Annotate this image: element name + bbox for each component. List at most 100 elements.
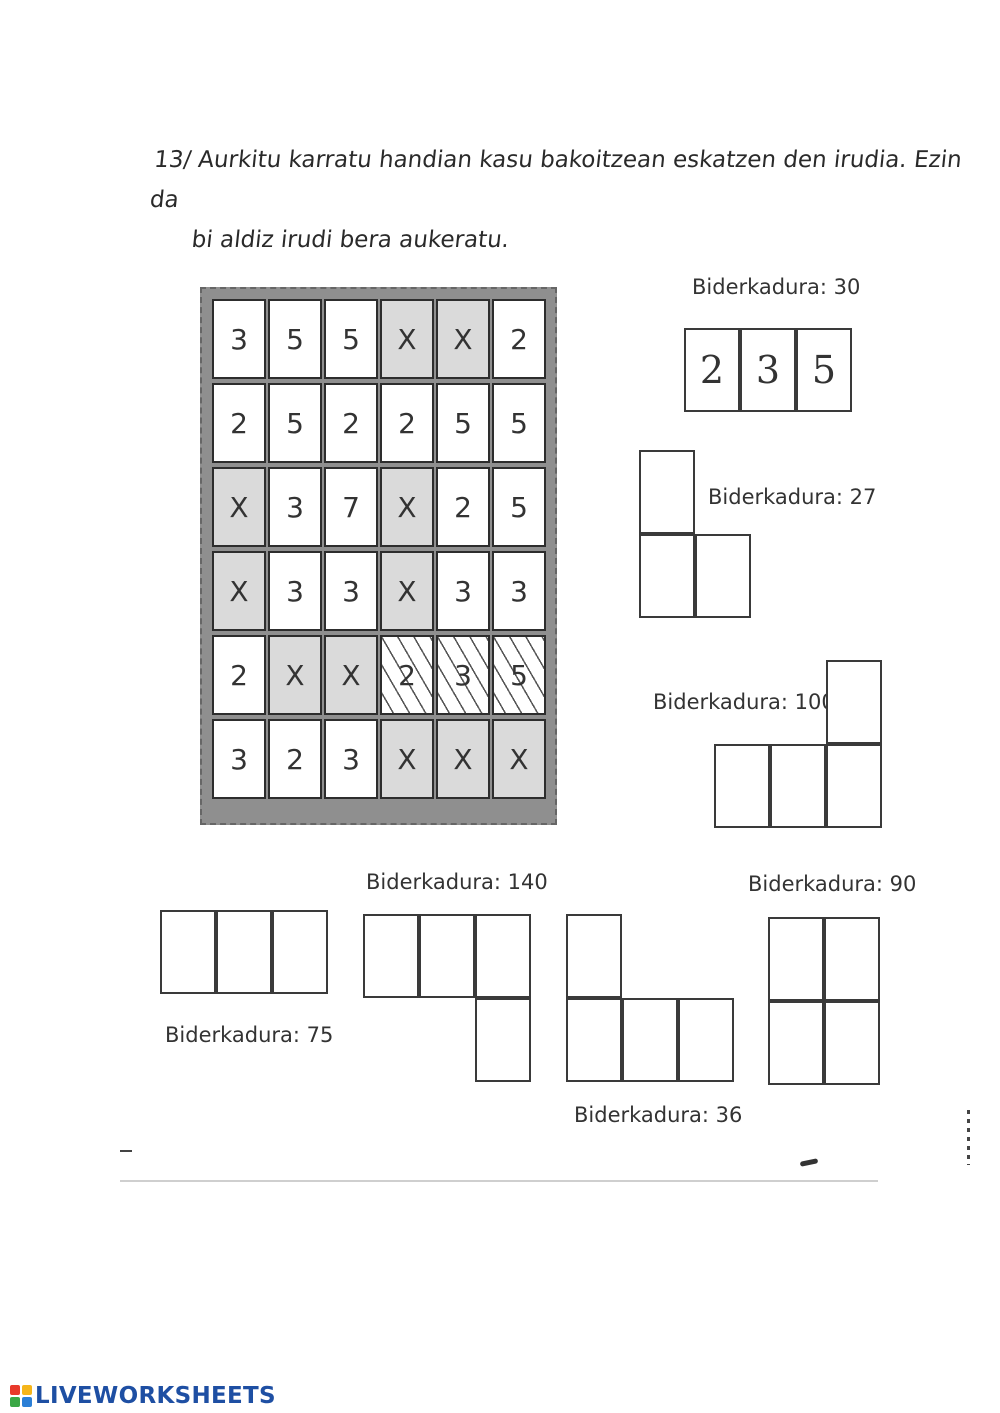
- grid-cell[interactable]: 2: [324, 383, 378, 463]
- shape-27-cell[interactable]: [639, 450, 695, 534]
- grid-cell-value: 2: [342, 406, 360, 440]
- shape-30-cell[interactable]: 3: [740, 328, 796, 412]
- shape-140-cell[interactable]: [419, 914, 475, 998]
- grid-cell-value: X: [229, 490, 249, 524]
- shape-140-cell[interactable]: [475, 914, 531, 998]
- grid-cell[interactable]: 3: [324, 719, 378, 799]
- grid-cell[interactable]: X: [380, 551, 434, 631]
- shape-90-cell[interactable]: [768, 1001, 824, 1085]
- grid-cell-value: 3: [342, 742, 360, 776]
- grid-cell-value: 3: [454, 574, 472, 608]
- question-line-1: Aurkitu karratu handian kasu bakoitzean …: [148, 147, 964, 213]
- grid-cell-value: X: [453, 742, 473, 776]
- divider-line: [120, 1180, 878, 1182]
- grid-cell-value: 7: [342, 490, 360, 524]
- logo-square: [10, 1385, 20, 1395]
- grid-cell-value: 5: [286, 322, 304, 356]
- grid-cell[interactable]: 3: [268, 551, 322, 631]
- shape-36-cell[interactable]: [678, 998, 734, 1082]
- grid-cell[interactable]: 3: [436, 551, 490, 631]
- scan-mark: [799, 1158, 819, 1167]
- grid-cell[interactable]: 3: [212, 719, 266, 799]
- shape-100-cell[interactable]: [826, 660, 882, 744]
- grid-cell[interactable]: 3: [436, 635, 490, 715]
- grid-cell[interactable]: 2: [380, 383, 434, 463]
- shape-100-cell[interactable]: [826, 744, 882, 828]
- grid-cell[interactable]: X: [212, 467, 266, 547]
- grid-cell[interactable]: 3: [492, 551, 546, 631]
- shape-30-cell[interactable]: 2: [684, 328, 740, 412]
- liveworksheets-logo[interactable]: LIVEWORKSHEETS: [10, 1381, 276, 1411]
- grid-cell-value: 5: [510, 658, 528, 692]
- grid-cell[interactable]: 5: [492, 467, 546, 547]
- shape-75-cell[interactable]: [216, 910, 272, 994]
- grid-cell-value: 3: [286, 490, 304, 524]
- grid-cell[interactable]: X: [492, 719, 546, 799]
- grid-cell[interactable]: X: [436, 299, 490, 379]
- grid-cell[interactable]: 5: [268, 383, 322, 463]
- grid-cell[interactable]: 5: [492, 635, 546, 715]
- shape-100-cell[interactable]: [770, 744, 826, 828]
- grid-cell[interactable]: 3: [212, 299, 266, 379]
- scan-mark: [120, 1150, 132, 1152]
- shape-27-cell[interactable]: [639, 534, 695, 618]
- grid-cell[interactable]: 3: [324, 551, 378, 631]
- shape-label-27: Biderkadura: 27: [708, 485, 877, 509]
- shape-label-36: Biderkadura: 36: [574, 1103, 743, 1127]
- grid-cell[interactable]: 5: [492, 383, 546, 463]
- logo-icon: [10, 1385, 32, 1407]
- logo-square: [22, 1397, 32, 1407]
- shape-36-cell[interactable]: [566, 914, 622, 998]
- grid-cell[interactable]: 5: [324, 299, 378, 379]
- grid-cell-value: 2: [398, 406, 416, 440]
- shape-90-cell[interactable]: [824, 917, 880, 1001]
- grid-cell[interactable]: X: [436, 719, 490, 799]
- shape-140-cell[interactable]: [475, 998, 531, 1082]
- question-text: 13/Aurkitu karratu handian kasu bakoitze…: [144, 140, 977, 260]
- grid-cell-value: X: [509, 742, 529, 776]
- grid-cell-value: 5: [342, 322, 360, 356]
- shape-90-cell[interactable]: [768, 917, 824, 1001]
- logo-square: [10, 1397, 20, 1407]
- grid-cell[interactable]: X: [380, 719, 434, 799]
- grid-cell[interactable]: 2: [212, 383, 266, 463]
- grid-cell[interactable]: 2: [436, 467, 490, 547]
- shape-140-cell[interactable]: [363, 914, 419, 998]
- grid-cell-value: X: [229, 574, 249, 608]
- grid-cell-value: 5: [454, 406, 472, 440]
- grid-cell-value: 3: [510, 574, 528, 608]
- grid-cell[interactable]: X: [268, 635, 322, 715]
- shape-75-cell[interactable]: [272, 910, 328, 994]
- grid-cell-value: 3: [454, 658, 472, 692]
- shape-36-cell[interactable]: [622, 998, 678, 1082]
- shape-label-100: Biderkadura: 100: [653, 690, 835, 714]
- grid-cell-value: 5: [510, 406, 528, 440]
- grid-cell[interactable]: X: [380, 299, 434, 379]
- grid-cell-value: 2: [230, 658, 248, 692]
- shape-90-cell[interactable]: [824, 1001, 880, 1085]
- grid-cell-value: X: [397, 574, 417, 608]
- shape-36-cell[interactable]: [566, 998, 622, 1082]
- grid-cell-value: X: [397, 490, 417, 524]
- grid-cell-value: X: [341, 658, 361, 692]
- logo-text: LIVEWORKSHEETS: [35, 1383, 276, 1409]
- grid-cell[interactable]: 7: [324, 467, 378, 547]
- shape-100-cell[interactable]: [714, 744, 770, 828]
- shape-30-cell[interactable]: 5: [796, 328, 852, 412]
- grid-cell[interactable]: 2: [492, 299, 546, 379]
- question-line-2: bi aldiz irudi bera aukeratu.: [190, 227, 511, 253]
- shape-27-cell[interactable]: [695, 534, 751, 618]
- grid-cell[interactable]: X: [324, 635, 378, 715]
- grid-cell[interactable]: X: [380, 467, 434, 547]
- shape-75-cell[interactable]: [160, 910, 216, 994]
- grid-cell[interactable]: 5: [268, 299, 322, 379]
- grid-cell[interactable]: 5: [436, 383, 490, 463]
- grid-cell[interactable]: 2: [212, 635, 266, 715]
- grid-cell-value: 3: [342, 574, 360, 608]
- grid-cell-value: 2: [454, 490, 472, 524]
- grid-cell[interactable]: X: [212, 551, 266, 631]
- grid-cell[interactable]: 2: [380, 635, 434, 715]
- grid-cell[interactable]: 3: [268, 467, 322, 547]
- grid-cell-value: X: [285, 658, 305, 692]
- grid-cell[interactable]: 2: [268, 719, 322, 799]
